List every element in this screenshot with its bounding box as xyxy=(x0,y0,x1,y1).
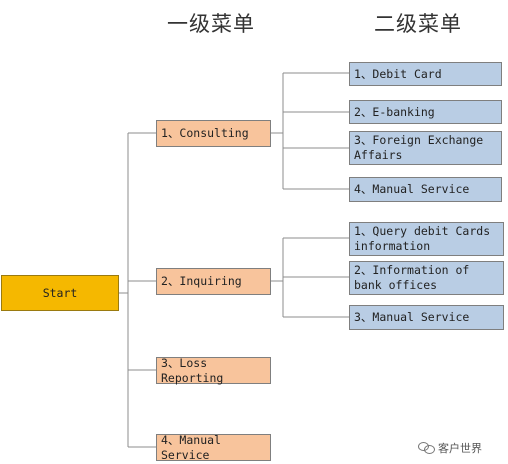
node-loss-reporting: 3、Loss Reporting xyxy=(156,356,271,385)
node-inquiring-manual-service: 3、Manual Service xyxy=(349,305,504,330)
node-debit-card: 1、Debit Card xyxy=(349,62,502,86)
chat-bubble-icon xyxy=(418,442,435,454)
node-manual-service: 4、Manual Service xyxy=(156,433,271,462)
watermark: 客户世界 xyxy=(418,440,482,456)
node-consulting-manual-service: 4、Manual Service xyxy=(349,177,502,202)
node-inquiring: 2、Inquiring xyxy=(156,268,271,295)
watermark-text: 客户世界 xyxy=(438,442,482,455)
node-consulting: 1、Consulting xyxy=(156,120,271,147)
node-query-debit-cards: 1、Query debit Cards information xyxy=(349,222,504,256)
level1-heading: 一级菜单 xyxy=(167,12,255,36)
start-node: Start xyxy=(1,275,119,311)
node-bank-offices: 2、Information of bank offices xyxy=(349,261,504,295)
node-foreign-exchange: 3、Foreign Exchange Affairs xyxy=(349,131,502,165)
node-e-banking: 2、E-banking xyxy=(349,100,502,124)
level2-heading: 二级菜单 xyxy=(374,12,462,36)
